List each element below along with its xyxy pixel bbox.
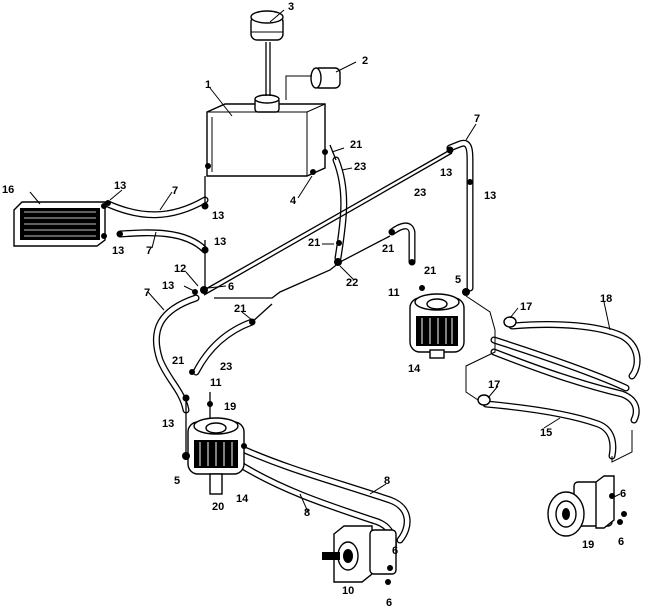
callout-20: 20 [212, 501, 224, 513]
callout-21-tank: 21 [350, 139, 362, 151]
callout-14-front: 14 [236, 493, 249, 505]
tubes [185, 144, 633, 463]
hydraulic-pump-front [182, 417, 247, 495]
callout-3: 3 [288, 1, 294, 13]
callout-14-rear: 14 [408, 363, 421, 375]
callout-21-left: 21 [172, 355, 184, 367]
callout-6-motor-upper: 6 [620, 488, 626, 500]
callout-11-front: 11 [210, 377, 222, 389]
callout-7-cooler-bottom: 7 [146, 245, 152, 257]
callout-10: 10 [342, 585, 354, 597]
callout-6-motor-lower: 6 [618, 536, 624, 548]
oil-cooler [13, 201, 107, 247]
callout-7-right: 7 [474, 113, 480, 125]
drive-motor-left [322, 525, 397, 585]
callout-5-rear: 5 [455, 274, 461, 286]
callout-13-right-a: 13 [440, 167, 452, 179]
callout-8-upper: 8 [384, 475, 390, 487]
callout-5-front: 5 [174, 475, 180, 487]
callout-21-mid: 21 [308, 237, 320, 249]
callout-11-rear: 11 [388, 287, 400, 299]
callout-16: 16 [2, 184, 14, 196]
callout-8-lower: 8 [304, 507, 310, 519]
hydraulic-hoses [104, 139, 641, 570]
callout-13-left: 13 [162, 280, 174, 292]
callout-13-cooler-top: 13 [114, 180, 126, 192]
fittings [105, 146, 627, 571]
callout-17-lower: 17 [488, 379, 500, 391]
callout-21-right-b: 21 [424, 265, 436, 277]
callout-13-front: 13 [162, 418, 174, 430]
callout-6-tee: 6 [228, 281, 234, 293]
callout-7-left: 7 [144, 287, 150, 299]
callout-17-upper: 17 [520, 301, 532, 313]
callout-13-right-b: 13 [484, 190, 496, 202]
callout-21-right-a: 21 [382, 243, 394, 255]
callout-1: 1 [205, 79, 211, 91]
filler-cap [250, 10, 284, 41]
callout-6-left-lower: 6 [386, 597, 392, 609]
callout-2: 2 [362, 55, 368, 67]
callout-23-right: 23 [414, 187, 426, 199]
callout-23-lower: 23 [220, 361, 232, 373]
callout-23-tank: 23 [354, 161, 366, 173]
leader-lines [29, 9, 621, 513]
callout-21-lower: 21 [234, 303, 246, 315]
callout-18: 18 [600, 293, 612, 305]
reservoir-tank [205, 42, 328, 177]
drive-motor-right [547, 475, 623, 537]
callout-labels: 1 2 3 4 5 5 6 6 6 6 6 7 7 7 7 8 8 10 11 … [2, 1, 626, 609]
callout-15: 15 [540, 427, 552, 439]
callout-7-cooler-top: 7 [172, 185, 178, 197]
callout-13-tee: 13 [214, 236, 226, 248]
callout-19-motor: 19 [582, 539, 594, 551]
callout-4: 4 [290, 195, 297, 207]
breather-filter [285, 67, 341, 100]
callout-19-fitting: 19 [224, 401, 236, 413]
callout-13-tank: 13 [212, 210, 224, 222]
callout-22: 22 [346, 277, 358, 289]
callout-6-left-upper: 6 [392, 545, 398, 557]
callout-13-cooler-bottom: 13 [112, 245, 124, 257]
hydraulic-pump-rear [409, 288, 470, 359]
callout-12: 12 [174, 263, 186, 275]
